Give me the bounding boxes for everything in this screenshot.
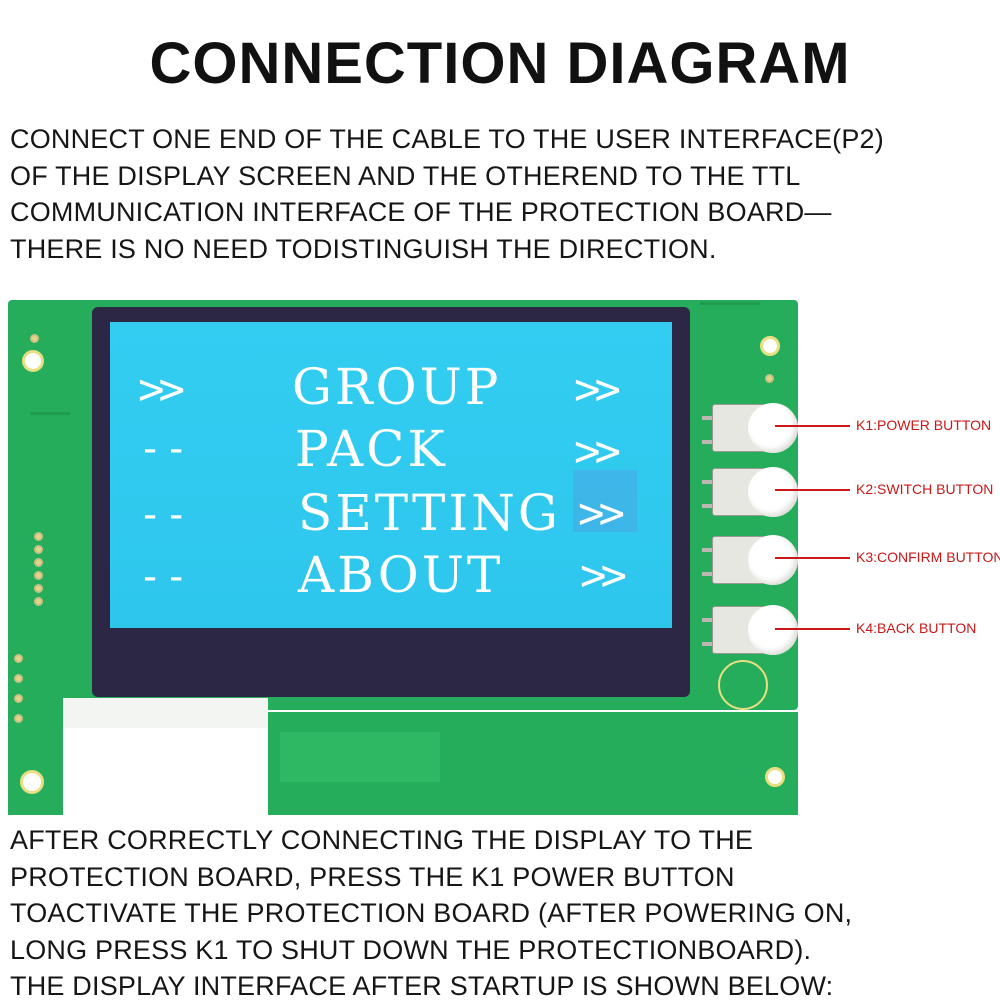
intro-line: THERE IS NO NEED TODISTINGUISH THE DIREC…	[10, 233, 717, 264]
lcd-row-prefix: --	[138, 492, 191, 538]
lcd-menu-group: GROUP	[292, 358, 502, 416]
outro-line: AFTER CORRECTLY CONNECTING THE DISPLAY T…	[10, 825, 754, 855]
intro-line: COMMUNICATION INTERFACE OF THE PROTECTIO…	[10, 197, 832, 227]
mount-hole	[760, 336, 780, 356]
lcd-row-suffix: >>	[574, 426, 621, 477]
page-title: CONNECTION DIAGRAM	[149, 31, 851, 96]
pin-pad	[34, 558, 43, 567]
lcd-row-suffix: >>	[578, 488, 625, 539]
lcd-row-suffix: >>	[574, 364, 621, 415]
display-board-photo: >> GROUP >> -- PACK >> -- SETTING >> -- …	[0, 292, 1000, 822]
pin-pad	[34, 532, 43, 541]
pin-pad	[14, 714, 23, 723]
mount-hole	[20, 770, 44, 794]
callout-label-k1: K1:POWER BUTTON	[856, 417, 992, 433]
pcb-cutout	[63, 698, 268, 728]
outro-line: LONG PRESS K1 TO SHUT DOWN THE PROTECTIO…	[10, 934, 812, 965]
callout-label-k4: K4:BACK BUTTON	[856, 620, 977, 636]
lcd-selection-highlight	[573, 470, 637, 532]
callout-label-k2: K2:SWITCH BUTTON	[856, 481, 994, 497]
pin-pad	[30, 334, 39, 343]
pin-pad	[14, 674, 23, 683]
lcd-row-prefix: >>	[138, 364, 185, 415]
callout-label-k3: K3:CONFIRM BUTTON	[856, 549, 1000, 565]
pcb-trace	[30, 412, 70, 415]
intro-line: OF THE DISPLAY SCREEN AND THE OTHEREND T…	[10, 160, 801, 191]
pin-pad	[34, 597, 43, 606]
lcd-menu-setting: SETTING	[298, 484, 561, 542]
callout-line-k4	[775, 628, 850, 630]
lcd-row-suffix: >>	[580, 550, 627, 601]
pin-pad	[34, 571, 43, 580]
callout-line-k3	[775, 557, 850, 559]
intro-paragraph: CONNECT ONE END OF THE CABLE TO THE USER…	[10, 121, 995, 267]
outro-line: THE DISPLAY INTERFACE AFTER STARTUP IS S…	[10, 971, 834, 1000]
outro-line: TOACTIVATE THE PROTECTION BOARD (AFTER P…	[10, 898, 853, 928]
lcd-menu-about: ABOUT	[298, 546, 504, 604]
pin-pad	[34, 584, 43, 593]
pcb-trace	[700, 302, 760, 305]
outro-line: PROTECTION BOARD, PRESS THE K1 POWER BUT…	[10, 861, 735, 892]
pcb-trace	[280, 732, 440, 782]
intro-line: CONNECT ONE END OF THE CABLE TO THE USER…	[10, 124, 884, 154]
mount-hole	[22, 350, 44, 372]
callout-line-k1	[775, 425, 850, 427]
pin-pad	[34, 545, 43, 554]
outro-paragraph: AFTER CORRECTLY CONNECTING THE DISPLAY T…	[10, 822, 995, 1000]
lcd-menu-pack: PACK	[295, 420, 448, 478]
callout-line-k2	[775, 489, 850, 491]
lcd-row-prefix: --	[138, 554, 191, 600]
ring-pad	[718, 660, 768, 710]
pin-pad	[14, 694, 23, 703]
mount-hole	[765, 767, 785, 787]
pin-pad	[765, 374, 774, 383]
pin-pad	[14, 654, 23, 663]
lcd-row-prefix: --	[138, 426, 191, 472]
